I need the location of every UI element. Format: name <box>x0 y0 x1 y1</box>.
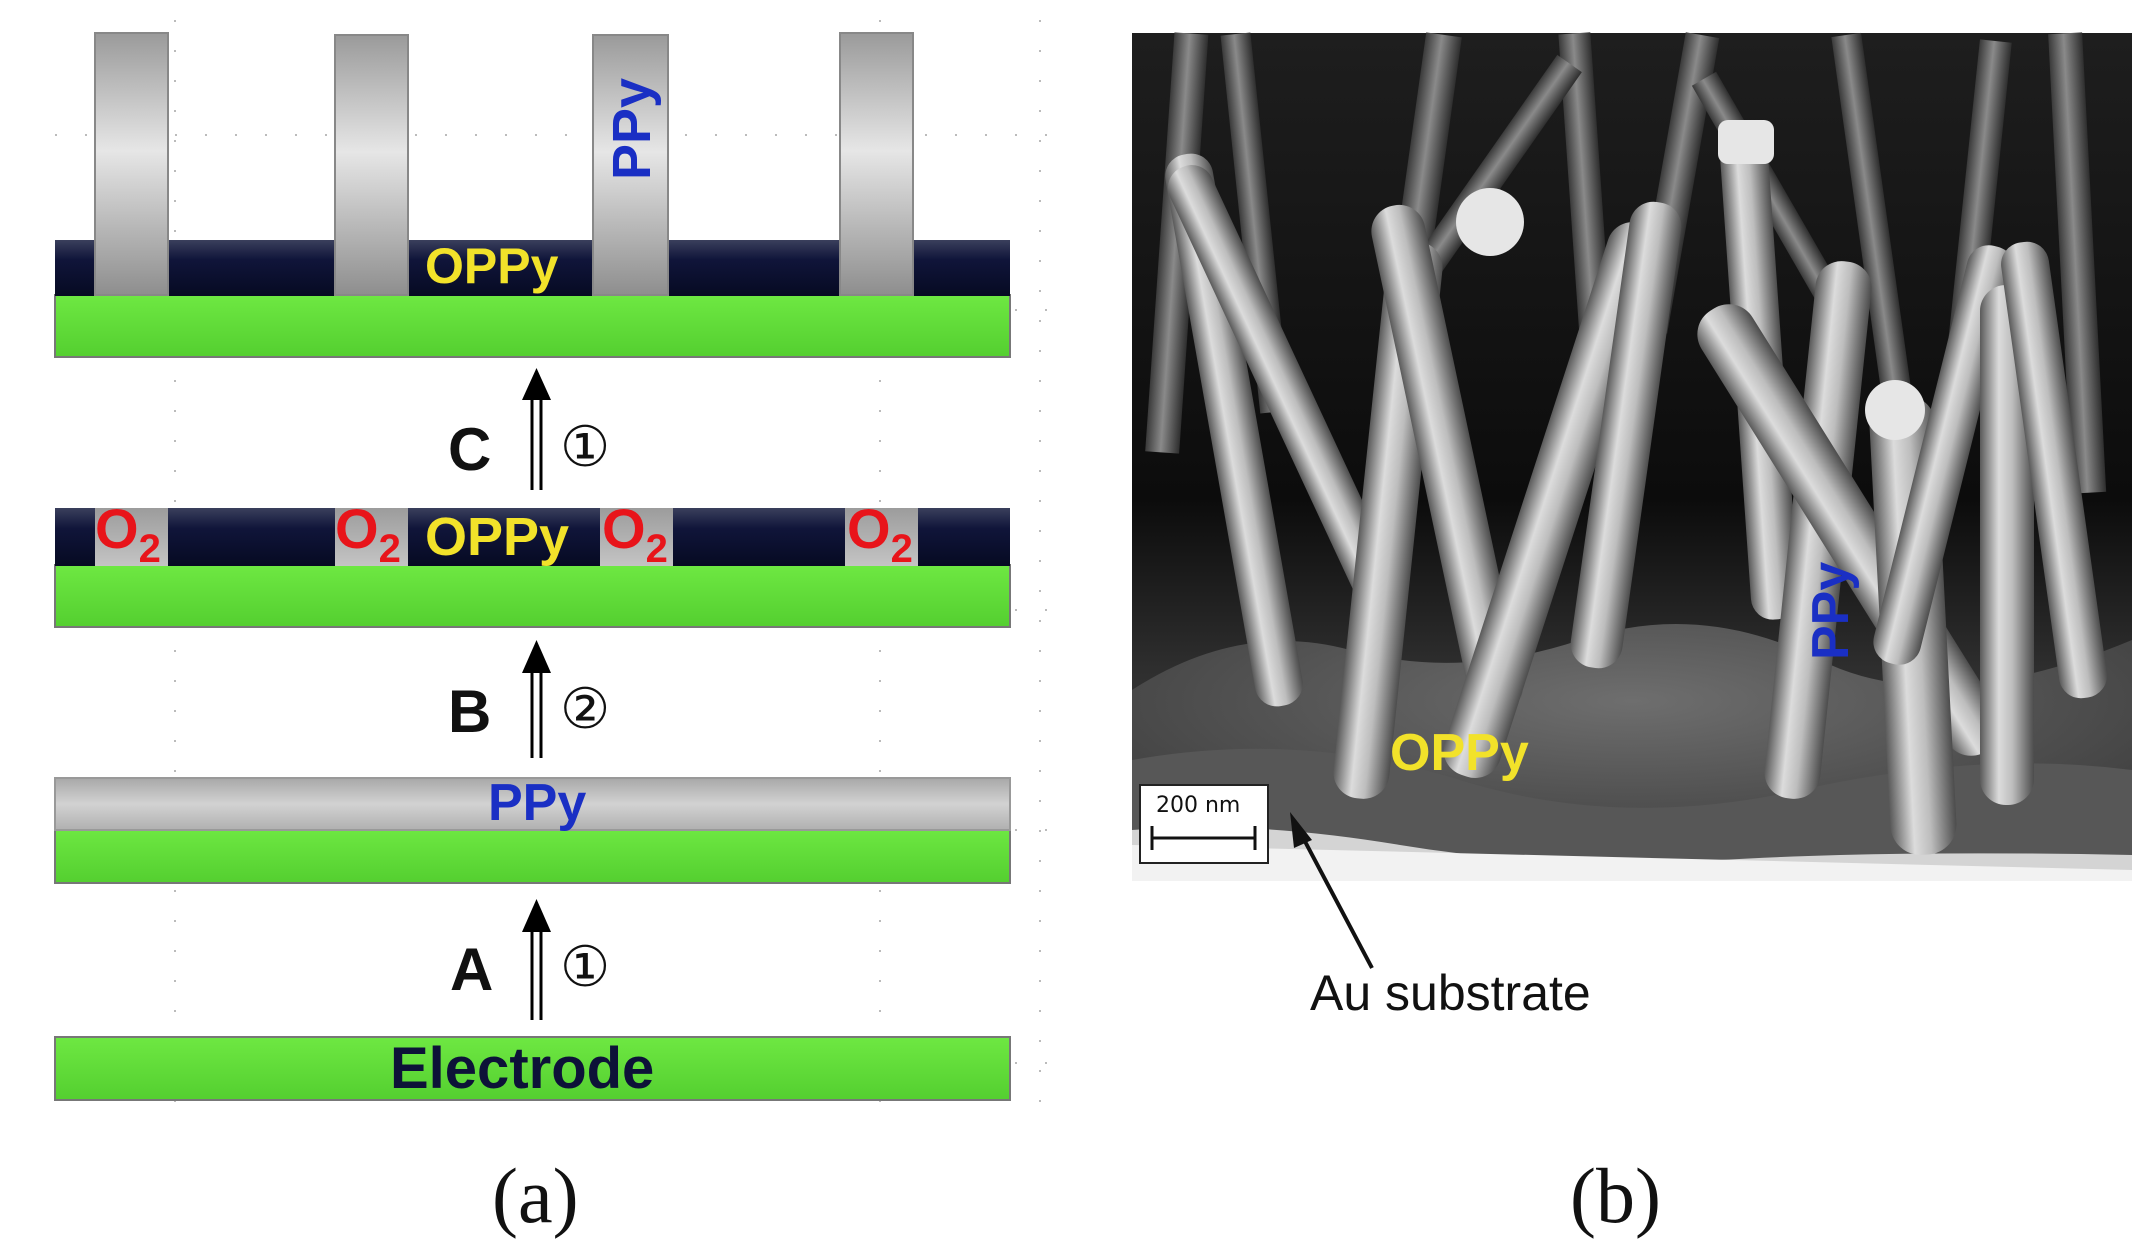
step-a-letter: A <box>450 936 493 1003</box>
schematic-panel-a: PPy OPPy C ① O2 O2 O2 O2 OPPy B ② <box>54 20 1060 1239</box>
scale-bar-label: 200 nm <box>1156 793 1240 818</box>
step-c-letter: C <box>448 416 491 483</box>
step-a-arrow: A ① <box>450 899 610 1020</box>
scale-bar: 200 nm <box>1139 784 1269 864</box>
stage-ppy-film: PPy <box>54 774 1011 884</box>
o2-site-4 <box>845 508 918 566</box>
o2-site-3 <box>600 508 673 566</box>
o2-site-1 <box>95 508 168 566</box>
sem-oppy-label: OPPy <box>1390 724 1529 782</box>
electrode-base <box>54 1036 1011 1101</box>
electrode-layer-middle <box>54 564 1011 628</box>
stage-electrode: Electrode <box>54 1036 1011 1101</box>
o2-site-2 <box>335 508 408 566</box>
step-c-arrow: C ① <box>448 368 610 490</box>
step-c-marker: ① <box>560 415 610 480</box>
substrate-label: Au substrate <box>1310 965 1591 1021</box>
step-b-arrow: B ② <box>448 640 610 758</box>
o2-label-1: O2 <box>95 497 161 571</box>
ppy-nanowire-4 <box>839 32 914 296</box>
caption-b: (b) <box>1570 1152 1661 1239</box>
o2-label-2: O2 <box>335 497 401 571</box>
step-b-marker: ② <box>560 677 610 742</box>
stage-oxidized: O2 O2 O2 O2 OPPy <box>54 497 1011 628</box>
ppy-film-label: PPy <box>488 774 586 832</box>
caption-a: (a) <box>492 1152 579 1239</box>
sem-image: 200 nm OPPy PPy <box>1132 32 2132 881</box>
ppy-film-layer <box>54 777 1011 831</box>
o2-label-3: O2 <box>602 497 668 571</box>
sem-ppy-label: PPy <box>1802 562 1860 660</box>
sem-panel-b: 200 nm OPPy PPy Au substrate (b) <box>1132 32 2132 1239</box>
oppy-label-middle: OPPy <box>425 507 569 567</box>
ppy-nanowire-label: PPy <box>602 78 662 180</box>
o2-label-4: O2 <box>847 497 913 571</box>
ppy-nanowire-3 <box>592 34 669 296</box>
oppy-label-top: OPPy <box>425 238 559 294</box>
step-b-letter: B <box>448 678 491 745</box>
electrode-layer-top <box>54 294 1011 358</box>
electrode-layer-film <box>54 827 1011 884</box>
ppy-nanowire-2 <box>334 34 409 296</box>
step-a-marker: ① <box>560 935 610 1000</box>
stage-nanowires: PPy OPPy <box>54 32 1011 358</box>
ppy-nanowire-1 <box>94 32 169 296</box>
substrate-pointer <box>1290 812 1374 969</box>
electrode-label: Electrode <box>390 1036 654 1101</box>
